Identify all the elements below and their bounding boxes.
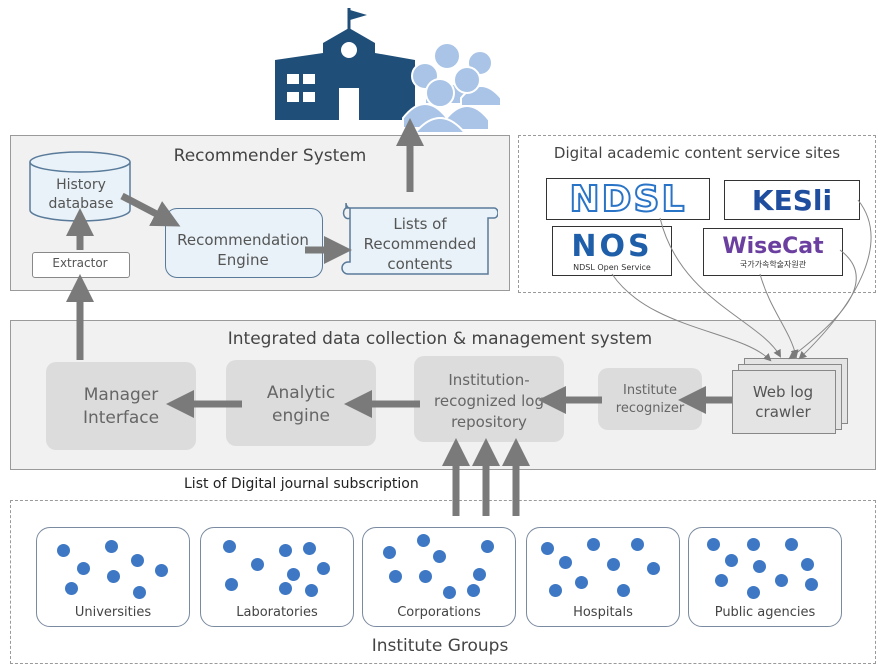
institute-recognizer-label: Institute recognizer [615,383,685,416]
kesli-logo: KESli [724,180,860,220]
recommended-lists-label: Lists of Recommended contents [363,215,477,273]
group-label: Laboratories [236,605,318,620]
group-universities: Universities [36,527,190,627]
analytic-engine-label: Analytic engine [266,383,336,426]
web-log-crawler-box [732,370,836,434]
curve-ndsl [659,217,781,358]
recommendation-engine-box [165,208,323,278]
history-database-label: History database [48,177,114,212]
database-icon [29,151,131,222]
curve-kesli [798,199,872,360]
nos-logo-text: NOS [571,228,653,264]
group-hospitals: Hospitals [526,527,680,627]
curve-wisecat [788,249,857,360]
group-laboratories: Laboratories [200,527,354,627]
group-corporations: Corporations [362,527,516,627]
curve-nos [611,273,772,362]
web-log-crawler-label: Web log crawler [752,383,814,421]
log-repository-label: Institution-recognized log repository [434,371,544,431]
wisecat-logo: WiseCat 국가가속학술자원관 [703,228,843,276]
service-sites-title: Digital academic content service sites [553,144,841,162]
curve-wise-2 [759,273,799,358]
institute-groups-title: Institute Groups [371,636,509,656]
integrated-title: Integrated data collection & management … [227,329,653,349]
group-label: Universities [74,605,152,620]
kesli-logo-text: KESli [751,183,833,217]
arrow-db-to-engine [120,192,181,227]
wisecat-logo-subtitle: 국가가속학술자원관 [739,259,807,269]
recommendation-engine-label: Recommendation Engine [177,231,309,269]
group-label: Public agencies [714,605,816,620]
wisecat-logo-text: WiseCat [722,233,824,259]
subscription-list-label: List of Digital journal subscription [184,476,419,492]
group-public-agencies: Public agencies [688,527,842,627]
group-label: Corporations [397,605,481,620]
nos-logo: NOS NDSL Open Service [552,226,672,276]
ndsl-logo-text: NDSL [569,178,687,221]
people-icon [402,42,502,133]
nos-logo-subtitle: NDSL Open Service [573,262,651,272]
school-icon [275,8,415,120]
ndsl-logo: NDSL [546,178,710,221]
extractor-label: Extractor [52,256,108,270]
scroll-icon [341,202,498,275]
manager-interface-label: Manager Interface [82,385,160,428]
recommender-title: Recommender System [173,146,367,166]
group-label: Hospitals [573,605,633,620]
